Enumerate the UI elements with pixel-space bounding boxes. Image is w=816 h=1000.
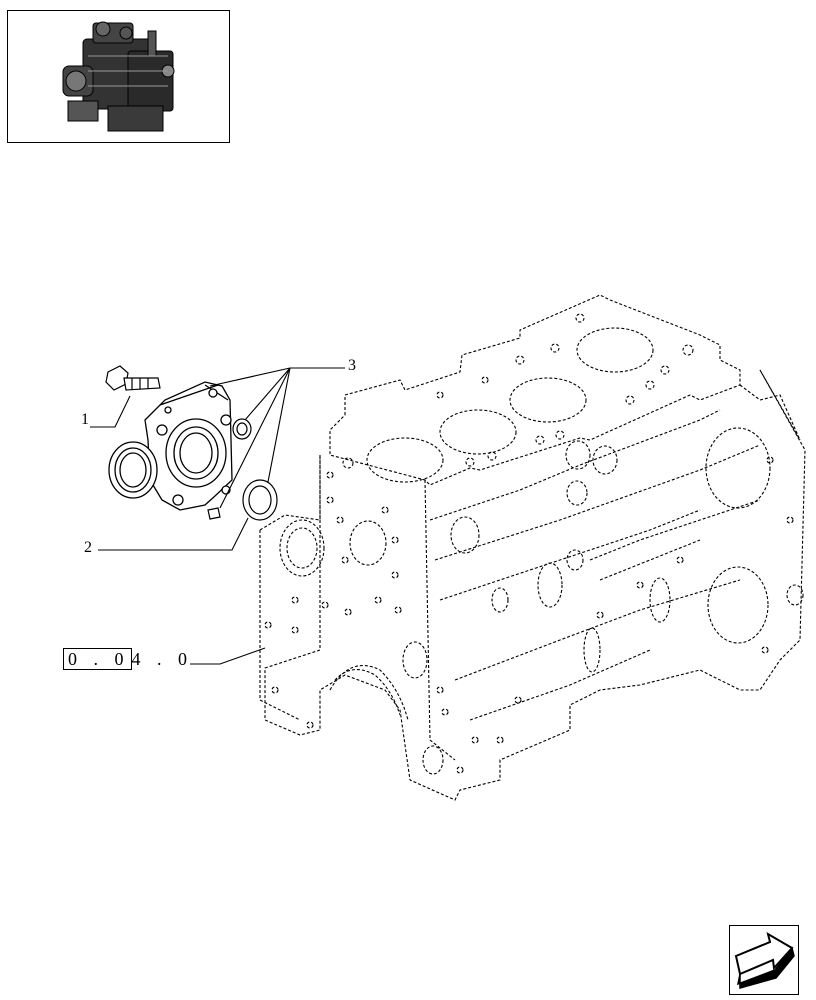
callout-3: 3	[348, 357, 356, 374]
leader-lines	[90, 367, 345, 665]
thermostat-housing	[108, 381, 233, 511]
reference-code-boxed: 0 . 0	[63, 648, 132, 670]
reference-code-rest: 4 . 0	[131, 649, 193, 669]
small-seal	[232, 418, 252, 440]
bolt	[105, 365, 161, 391]
callout-1: 1	[81, 411, 89, 428]
next-page-button[interactable]	[729, 925, 799, 995]
dowel-pin	[207, 507, 221, 520]
engine-block	[259, 294, 806, 801]
callout-2: 2	[84, 539, 92, 556]
seal-ring	[242, 479, 278, 521]
engine-thumbnail	[7, 10, 230, 143]
next-page-arrow-icon	[734, 931, 795, 989]
engine-thumbnail-icon	[62, 21, 175, 132]
